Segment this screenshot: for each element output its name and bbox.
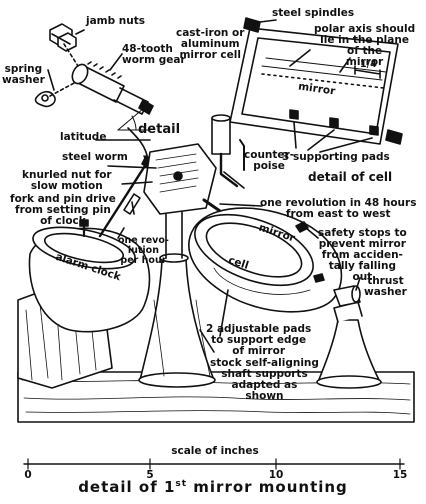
label-three-pads: 3 supporting pads	[282, 151, 390, 163]
label-shaft-supports: stock self-aligning shaft supports adapt…	[210, 357, 319, 402]
scale-tick-0: 0	[24, 469, 32, 481]
caption-ordinal-number: 1	[163, 478, 176, 496]
label-safety-stops: safety stops to prevent mirror from acci…	[318, 227, 407, 283]
label-jamb-nuts: jamb nuts	[86, 15, 146, 27]
label-latitude: latitude	[60, 131, 107, 143]
label-fork-pin-drive: fork and pin drive from setting pin of c…	[10, 193, 116, 227]
scale-tick-10: 10	[268, 469, 284, 481]
label-steel-worm: steel worm	[62, 151, 128, 163]
label-steel-spindles: steel spindles	[272, 7, 355, 19]
label-adjustable-pads: 2 adjustable pads to support edge of mir…	[206, 323, 312, 357]
label-detail: detail	[138, 122, 181, 137]
label-thrust-washer: thrust washer	[364, 275, 407, 298]
label-knurled-nut: knurled nut for slow motion	[22, 169, 112, 192]
label-cell-material: cast-iron or aluminum mirror cell	[176, 27, 245, 61]
scale-tick-5: 5	[146, 469, 154, 481]
caption-suffix: mirror mounting	[187, 478, 348, 496]
cell-detail	[229, 17, 403, 153]
label-counterpoise: counter- poise	[244, 149, 295, 172]
caption-ordinal-suffix: st	[175, 479, 188, 489]
label-spring-washer: spring washer	[2, 63, 45, 86]
label-detail-of-cell: detail of cell	[308, 170, 393, 184]
label-polar-axis: polar axis should lie in the plane of th…	[314, 23, 416, 68]
label-worm-gear: 48-tooth worm gear	[122, 43, 186, 66]
scale-tick-15: 15	[392, 469, 408, 481]
label-cell-dimension: 1/4	[360, 59, 377, 70]
main-mount	[17, 29, 415, 423]
label-one-revolution-hour: one revo- lution per hour	[118, 235, 169, 266]
scale-title: scale of inches	[171, 445, 259, 457]
figure-caption: detail of 1st mirror mounting	[0, 478, 426, 496]
scale-bar	[23, 458, 405, 470]
label-one-revolution-48: one revolution in 48 hours from east to …	[260, 197, 417, 220]
caption-prefix: detail of	[78, 478, 164, 496]
